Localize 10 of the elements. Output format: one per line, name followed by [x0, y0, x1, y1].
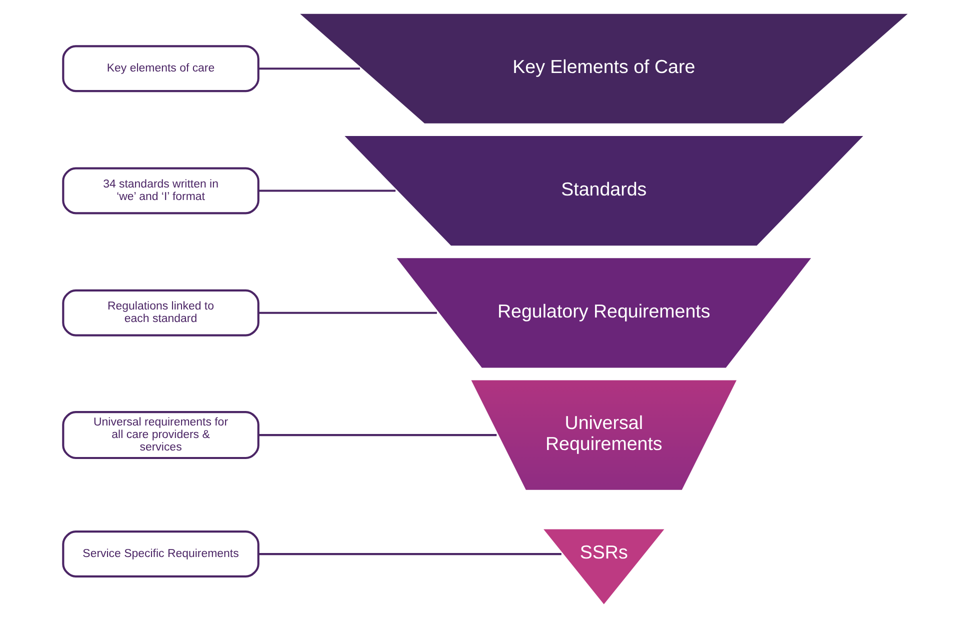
- node-box: 34 standards written in ‘we’ and ‘I’ format: [62, 167, 259, 214]
- node-box: Universal requirements for all care providers & services: [62, 411, 259, 460]
- node-box: Key elements of care: [62, 45, 259, 92]
- node-box: Regulations linked to each standard: [62, 289, 259, 336]
- connector: [258, 68, 360, 70]
- connector: [258, 312, 436, 314]
- connector: [258, 552, 561, 556]
- node-box: Service Specific Requirements: [62, 530, 259, 578]
- connector: [258, 434, 496, 436]
- connector: [258, 190, 396, 192]
